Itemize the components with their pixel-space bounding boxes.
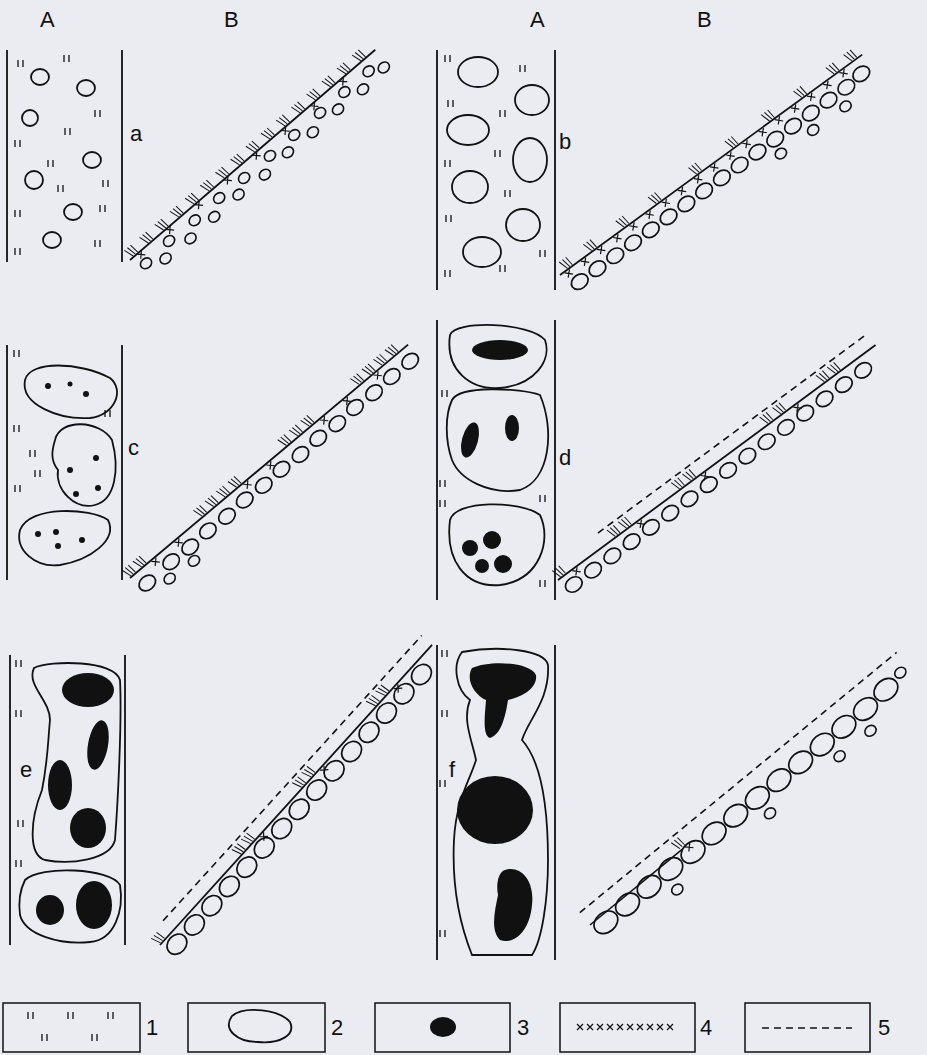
panel-letter: d (559, 446, 571, 470)
plan-view-c (7, 345, 122, 580)
plan-view-d (437, 320, 555, 600)
plan-view-b (437, 50, 555, 290)
column-label: A (530, 8, 545, 32)
plan-view-f (437, 645, 555, 960)
legend-number: 5 (878, 1016, 890, 1040)
slope-profile-c (122, 336, 429, 604)
legend-number: 2 (331, 1016, 343, 1040)
slope-profile-e (149, 636, 448, 960)
legend-number: 1 (146, 1016, 158, 1040)
column-label: B (697, 8, 712, 32)
panel-letter: b (559, 130, 571, 154)
slope-profile-f (580, 652, 927, 950)
slope-profile-d (550, 334, 888, 596)
panel-letter: c (128, 436, 139, 460)
panel-letter: e (20, 758, 32, 782)
panel-letter: f (449, 758, 455, 782)
legend-samples (3, 1003, 870, 1052)
column-label: B (224, 8, 239, 32)
column-label: A (40, 8, 55, 32)
panel-letter: a (130, 122, 142, 146)
slope-profile-a (123, 41, 394, 281)
slope-profile-b (554, 46, 884, 305)
plan-view-a (7, 50, 122, 262)
plan-view-e (10, 655, 125, 945)
legend-number: 3 (517, 1016, 529, 1040)
legend-number: 4 (700, 1016, 712, 1040)
